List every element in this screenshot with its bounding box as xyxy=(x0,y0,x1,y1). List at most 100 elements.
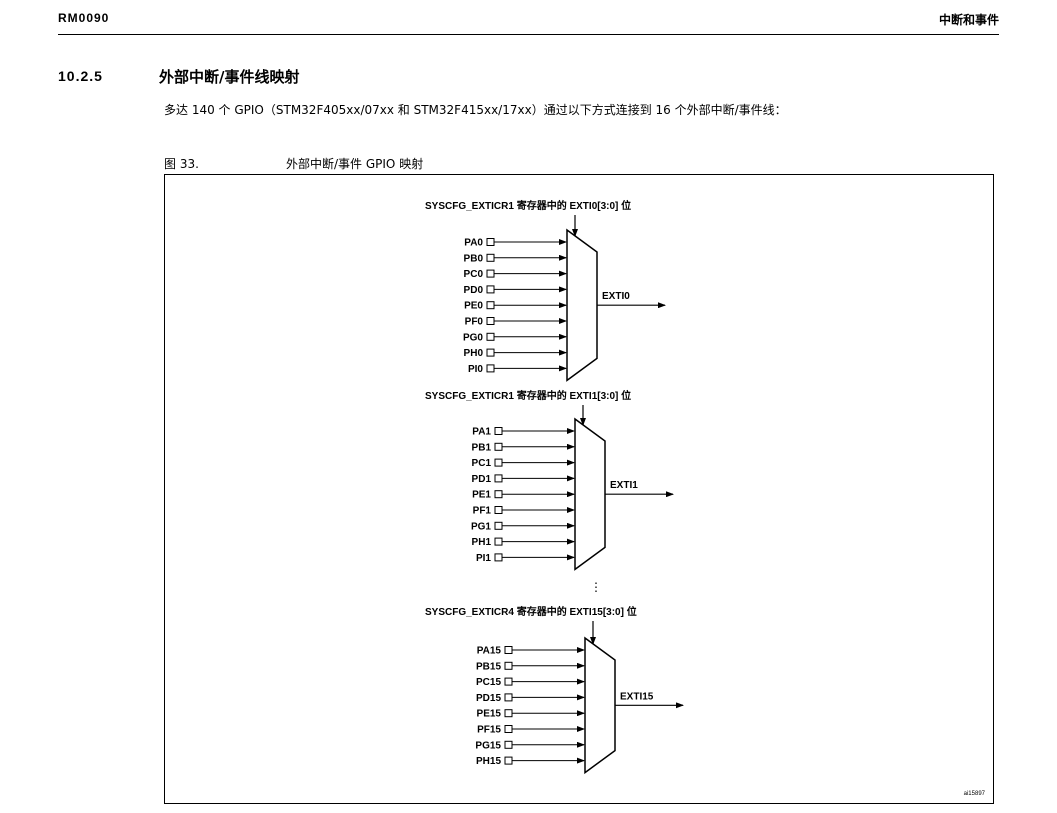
pin-box xyxy=(486,269,495,278)
pin-box xyxy=(494,521,503,530)
pin-label: PB0 xyxy=(464,253,484,264)
pin-box xyxy=(494,537,503,546)
input-ph1: PH1 xyxy=(472,537,575,548)
multiplexer xyxy=(566,228,598,382)
input-pf0: PF0 xyxy=(465,317,567,328)
pin-label: PG15 xyxy=(475,740,501,751)
input-ph15: PH15 xyxy=(476,756,585,767)
pin-box xyxy=(494,490,503,499)
header-divider xyxy=(58,34,999,35)
pin-label: PF1 xyxy=(473,506,492,517)
section-body: 多达 140 个 GPIO（STM32F405xx/07xx 和 STM32F4… xyxy=(164,103,787,117)
select-register-label: SYSCFG_EXTICR4 寄存器中的 EXTI15[3:0] 位 xyxy=(425,605,637,618)
pin-box xyxy=(486,253,495,262)
pin-box xyxy=(504,725,513,733)
pin-label: PI0 xyxy=(468,364,483,375)
pin-label: PE15 xyxy=(477,709,502,720)
pin-box xyxy=(504,709,513,718)
input-pc15: PC15 xyxy=(476,677,585,688)
section-title: 外部中断/事件线映射 xyxy=(159,68,300,86)
mux-group-exti1: SYSCFG_EXTICR1 寄存器中的 EXTI1[3:0] 位 PA1PB1P… xyxy=(425,389,674,571)
input-pc0: PC0 xyxy=(464,269,567,280)
pin-box xyxy=(494,553,503,562)
output-label: EXTI15 xyxy=(620,691,654,702)
pin-label: PH0 xyxy=(464,348,484,359)
figure-label: 图 33. xyxy=(164,157,199,171)
pin-label: PF15 xyxy=(477,725,501,736)
pin-box xyxy=(494,427,503,435)
output-label: EXTI0 xyxy=(602,291,630,302)
input-pi1: PI1 xyxy=(476,553,575,564)
input-pg15: PG15 xyxy=(475,740,585,751)
pin-label: PC0 xyxy=(464,269,484,280)
pin-label: PB1 xyxy=(472,442,492,453)
pin-label: PC15 xyxy=(476,677,501,688)
output-label: EXTI1 xyxy=(610,480,638,491)
pin-label: PD15 xyxy=(476,693,501,704)
pin-box xyxy=(504,756,513,765)
multiplexer xyxy=(574,417,606,571)
pin-box xyxy=(486,364,495,373)
pin-label: PD1 xyxy=(472,474,492,485)
input-pa1: PA1 xyxy=(472,427,575,438)
pin-label: PE1 xyxy=(472,490,491,501)
pin-label: PE0 xyxy=(464,301,483,312)
figure-title: 外部中断/事件 GPIO 映射 xyxy=(286,157,424,171)
input-pb15: PB15 xyxy=(476,661,585,672)
mux-group-exti15: SYSCFG_EXTICR4 寄存器中的 EXTI15[3:0] 位 PA15PB… xyxy=(425,605,684,775)
pin-box xyxy=(486,285,495,294)
pin-label: PB15 xyxy=(476,661,501,672)
pin-box xyxy=(504,740,513,749)
input-pi0: PI0 xyxy=(468,364,567,375)
exti-mapping-diagram: SYSCFG_EXTICR1 寄存器中的 EXTI0[3:0] 位 PA0PB0P… xyxy=(425,199,986,797)
input-pd0: PD0 xyxy=(464,285,567,296)
pin-box xyxy=(486,317,495,325)
pin-box xyxy=(494,506,503,514)
section-number: 10.2.5 xyxy=(58,68,103,84)
input-pb1: PB1 xyxy=(472,442,575,453)
pin-box xyxy=(494,474,503,483)
input-pg0: PG0 xyxy=(463,332,567,343)
pin-box xyxy=(494,442,503,451)
pin-box xyxy=(486,238,495,246)
input-pb0: PB0 xyxy=(464,253,567,264)
input-ph0: PH0 xyxy=(464,348,567,359)
pin-label: PC1 xyxy=(472,458,492,469)
pin-label: PA0 xyxy=(464,238,483,249)
ellipsis: ⋮ xyxy=(590,580,602,594)
pin-label: PG0 xyxy=(463,332,483,343)
input-pg1: PG1 xyxy=(471,521,575,532)
multiplexer xyxy=(584,636,616,775)
select-register-label: SYSCFG_EXTICR1 寄存器中的 EXTI0[3:0] 位 xyxy=(425,199,631,212)
pin-label: PD0 xyxy=(464,285,484,296)
figure-id-tag: ai15897 xyxy=(964,791,986,797)
pin-box xyxy=(486,301,495,310)
pin-box xyxy=(504,677,513,686)
input-pe0: PE0 xyxy=(464,301,567,312)
pin-label: PA1 xyxy=(472,427,491,438)
input-pf15: PF15 xyxy=(477,725,585,736)
input-pf1: PF1 xyxy=(473,506,575,517)
pin-box xyxy=(504,646,513,654)
pin-box xyxy=(486,332,495,341)
input-pc1: PC1 xyxy=(472,458,575,469)
pin-label: PF0 xyxy=(465,317,484,328)
pin-label: PA15 xyxy=(477,646,502,657)
document-id: RM0090 xyxy=(58,11,110,25)
input-pd1: PD1 xyxy=(472,474,575,485)
input-pa0: PA0 xyxy=(464,238,567,249)
mux-group-exti0: SYSCFG_EXTICR1 寄存器中的 EXTI0[3:0] 位 PA0PB0P… xyxy=(425,199,666,382)
pin-box xyxy=(486,348,495,357)
input-pe15: PE15 xyxy=(477,709,585,720)
pin-label: PI1 xyxy=(476,553,491,564)
pin-label: PG1 xyxy=(471,521,491,532)
select-register-label: SYSCFG_EXTICR1 寄存器中的 EXTI1[3:0] 位 xyxy=(425,389,631,402)
pin-box xyxy=(504,693,513,702)
pin-label: PH15 xyxy=(476,756,501,767)
input-pa15: PA15 xyxy=(477,646,585,657)
chapter-title: 中断和事件 xyxy=(938,13,999,27)
pin-label: PH1 xyxy=(472,537,492,548)
pin-box xyxy=(504,661,513,670)
input-pe1: PE1 xyxy=(472,490,575,501)
